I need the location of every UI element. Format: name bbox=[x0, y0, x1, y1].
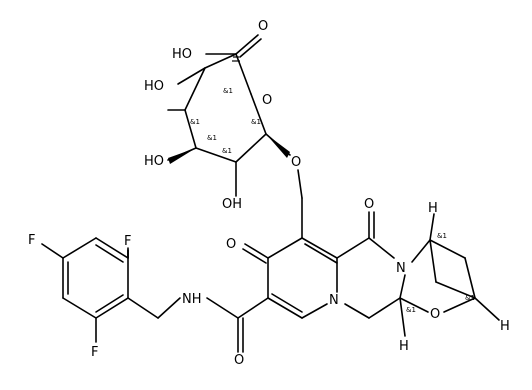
label-h-top: H bbox=[428, 201, 438, 216]
label-o-ketone: O bbox=[226, 237, 236, 252]
bond bbox=[474, 297, 500, 321]
bond bbox=[204, 53, 237, 69]
bond bbox=[157, 297, 181, 319]
bond bbox=[239, 38, 262, 58]
bond bbox=[41, 243, 64, 259]
label-o-amide: O bbox=[234, 353, 244, 368]
label-ho-2: HO bbox=[144, 154, 164, 169]
bond bbox=[195, 147, 237, 163]
label-o-ring: O bbox=[262, 93, 272, 108]
bond bbox=[267, 297, 303, 319]
core-bonds bbox=[127, 197, 500, 353]
atom-labels: HO O HO HO OH O O O O O O N N NH H H H F… bbox=[28, 19, 510, 368]
bond bbox=[237, 297, 269, 319]
bond bbox=[267, 237, 303, 259]
bond bbox=[235, 34, 259, 55]
hashed-bond bbox=[232, 56, 240, 62]
bond bbox=[429, 239, 466, 259]
label-oh-bottom: OH bbox=[222, 197, 242, 212]
label-n-top: N bbox=[396, 261, 406, 276]
bond bbox=[301, 303, 328, 319]
label-o-top: O bbox=[364, 197, 374, 212]
stereo-mark: &1 bbox=[190, 118, 200, 126]
bond bbox=[429, 239, 437, 283]
bond bbox=[95, 237, 129, 259]
label-nh: NH bbox=[182, 292, 202, 307]
label-f-bottom: F bbox=[91, 345, 98, 360]
bond bbox=[443, 297, 476, 313]
wedge-bond bbox=[168, 148, 196, 164]
label-f-left: F bbox=[28, 233, 35, 248]
label-h-right: H bbox=[500, 319, 510, 334]
stereo-mark: &1 bbox=[465, 294, 475, 302]
stereo-mark: &1 bbox=[207, 134, 217, 142]
label-f-top: F bbox=[124, 234, 131, 249]
bond bbox=[62, 237, 97, 259]
bond bbox=[235, 53, 252, 95]
label-ho-acid: HO bbox=[172, 47, 192, 62]
bond bbox=[429, 213, 435, 241]
label-ho-1: HO bbox=[144, 79, 164, 94]
bond bbox=[127, 297, 159, 319]
label-o-bridge: O bbox=[430, 307, 440, 322]
bond bbox=[399, 297, 429, 313]
bond bbox=[184, 109, 197, 149]
bond bbox=[336, 237, 370, 259]
bond bbox=[95, 297, 129, 319]
label-n-mid: N bbox=[329, 293, 339, 308]
bond bbox=[435, 281, 476, 299]
bond bbox=[344, 303, 370, 319]
bond bbox=[464, 257, 476, 299]
bond bbox=[235, 133, 267, 163]
bond bbox=[250, 93, 267, 135]
bond bbox=[184, 67, 206, 111]
bond bbox=[242, 248, 267, 264]
bond bbox=[177, 67, 206, 85]
bond bbox=[368, 237, 395, 259]
bond bbox=[271, 293, 303, 313]
stereo-mark: &1 bbox=[222, 147, 232, 155]
bond bbox=[399, 297, 406, 337]
bond bbox=[304, 243, 338, 264]
bond bbox=[95, 244, 124, 263]
label-o-acid: O bbox=[258, 19, 268, 34]
wedge-bond bbox=[266, 134, 290, 158]
stereo-mark: &1 bbox=[251, 118, 261, 126]
label-o-link: O bbox=[291, 155, 301, 170]
bond bbox=[297, 169, 303, 199]
aryl-bonds bbox=[41, 237, 129, 343]
bond bbox=[62, 297, 97, 319]
stereo-mark: &1 bbox=[223, 87, 233, 95]
stereo-mark: &1 bbox=[437, 232, 447, 240]
bond bbox=[206, 297, 239, 319]
bond bbox=[399, 274, 406, 299]
stereo-mark: &1 bbox=[406, 306, 416, 314]
bond bbox=[411, 239, 431, 263]
label-h-bottom: H bbox=[399, 339, 409, 354]
bond bbox=[301, 237, 338, 259]
bond bbox=[95, 294, 124, 313]
stereo-descriptors: &1 &1 &1 &1 &1 &1 &1 &1 bbox=[190, 87, 475, 314]
bond bbox=[244, 243, 269, 259]
bond bbox=[368, 297, 401, 319]
